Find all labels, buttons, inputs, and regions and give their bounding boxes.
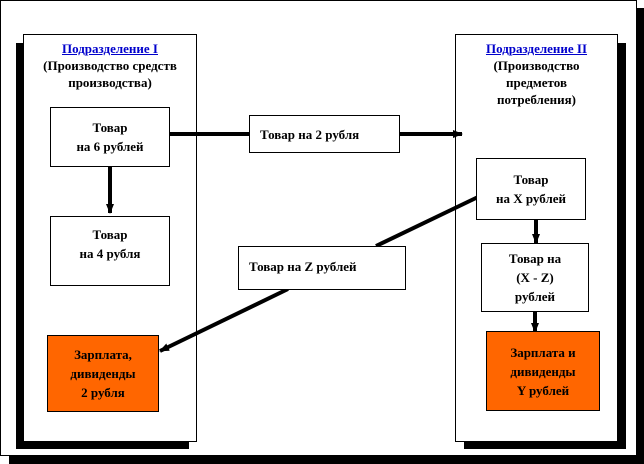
goods-x-line-2: на X рублей	[496, 191, 566, 206]
division-2-title[interactable]: Подразделение II	[485, 41, 588, 56]
wages-1-line-2: дивиденды	[70, 366, 136, 381]
goods-xz-line-2: (X - Z)	[516, 270, 554, 285]
goods-6-rubles-box: Товар на 6 рублей	[50, 107, 170, 167]
wages-2-rubles-box: Зарплата, дивиденды 2 рубля	[47, 335, 159, 412]
division-1-subtitle-line-2: производства)	[68, 75, 152, 90]
goods-6-line-2: на 6 рублей	[76, 139, 144, 154]
division-2-header: Подразделение II (Производство предметов…	[456, 40, 617, 108]
goods-xz-line-1: Товар на	[508, 251, 562, 266]
goods-x-rubles-box: Товар на X рублей	[476, 158, 586, 220]
division-2-subtitle-line-3: потребления)	[497, 92, 576, 107]
flow-goods-z-rubles-text: Товар на Z рублей	[249, 259, 357, 274]
wages-2-line-1: Зарплата и	[510, 344, 576, 360]
wages-2-line-2: дивиденды	[510, 363, 576, 379]
division-1-title[interactable]: Подразделение I	[61, 41, 158, 56]
flow-goods-2-rubles-label: Товар на 2 рубля	[249, 115, 400, 153]
division-1-header: Подразделение I (Производство средств пр…	[24, 40, 196, 91]
flow-goods-z-rubles-label: Товар на Z рублей	[238, 246, 406, 290]
goods-x-minus-z-box: Товар на (X - Z) рублей	[481, 243, 589, 312]
goods-4-line-1: Товар	[92, 227, 128, 242]
goods-4-rubles-box: Товар на 4 рубля	[50, 216, 170, 286]
wages-2-line-3: Y рублей	[516, 382, 570, 398]
flow-goods-2-rubles-text: Товар на 2 рубля	[260, 126, 360, 142]
goods-4-line-2: на 4 рубля	[79, 246, 141, 261]
division-1-subtitle-line-1: (Производство средств	[43, 58, 177, 73]
goods-x-line-1: Товар	[513, 172, 549, 187]
wages-1-line-1: Зарплата,	[74, 347, 132, 362]
wages-1-line-3: 2 рубля	[81, 385, 125, 400]
goods-xz-line-3: рублей	[514, 289, 556, 304]
goods-6-line-1: Товар	[92, 120, 128, 135]
division-2-subtitle-line-2: предметов	[506, 75, 567, 90]
division-2-subtitle-line-1: (Производство	[493, 58, 580, 73]
wages-y-rubles-box: Зарплата и дивиденды Y рублей	[486, 331, 600, 411]
